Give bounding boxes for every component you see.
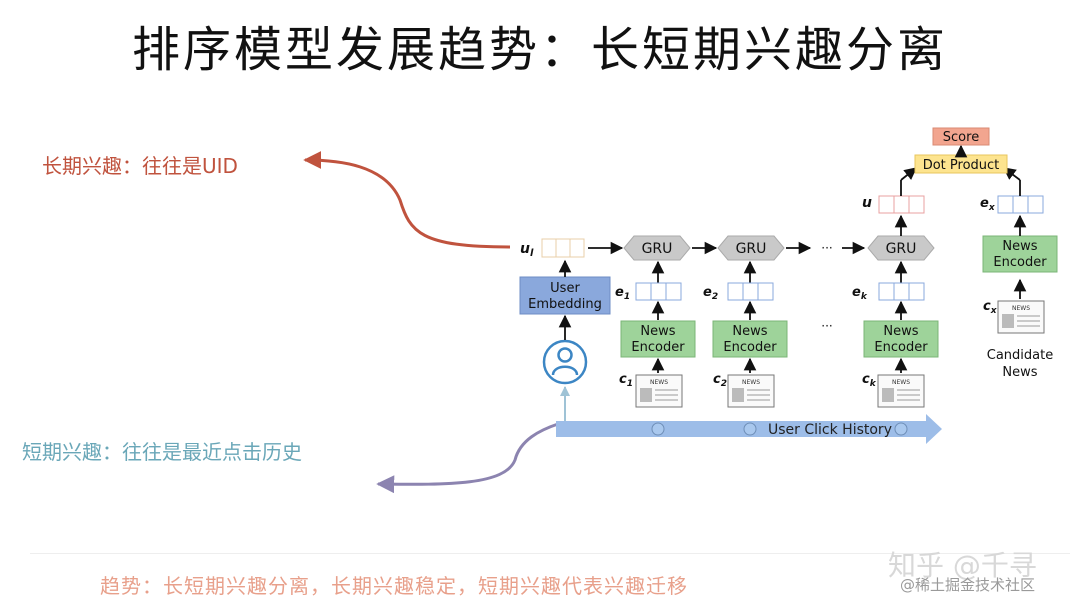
candidate-newspaper-icon: NEWS — [997, 300, 1045, 334]
gru-unit-1: GRU — [623, 235, 691, 261]
news-encoder-1: News Encoder — [620, 320, 696, 358]
svg-text:ul: ul — [520, 241, 534, 259]
svg-text:e1: e1 — [615, 285, 630, 302]
svg-text:NEWS: NEWS — [742, 379, 760, 386]
svg-text:ck: ck — [862, 372, 877, 389]
svg-text:News: News — [640, 324, 675, 339]
dot-product-box: Dot Product — [914, 154, 1008, 174]
e1-vector — [635, 282, 682, 301]
newspaper-icon-1: NEWS — [635, 374, 683, 408]
gru-ellipsis: ··· — [821, 241, 832, 255]
divider — [30, 553, 1070, 554]
svg-text:GRU: GRU — [886, 241, 917, 257]
svg-text:e2: e2 — [703, 285, 718, 302]
svg-text:cx: cx — [983, 299, 998, 316]
svg-text:News: News — [1002, 239, 1037, 254]
newspaper-icon-2: NEWS — [727, 374, 775, 408]
news-encoder-k: News Encoder — [863, 320, 939, 358]
svg-text:Encoder: Encoder — [874, 340, 928, 355]
svg-text:Encoder: Encoder — [723, 340, 777, 355]
short-term-interest-note: 短期兴趣：往往是最近点击历史 — [22, 440, 302, 464]
short-term-curve — [376, 422, 559, 494]
e2-vector — [727, 282, 774, 301]
user-click-history-band: User Click History — [556, 414, 942, 444]
svg-text:c2: c2 — [713, 372, 727, 389]
ex-vector — [997, 195, 1044, 214]
ek-vector — [878, 282, 925, 301]
encoder-ellipsis: ··· — [821, 319, 832, 333]
svg-text:GRU: GRU — [736, 241, 767, 257]
svg-text:News: News — [732, 324, 767, 339]
score-box: Score — [932, 127, 990, 146]
gru-unit-k: GRU — [867, 235, 935, 261]
svg-text:User: User — [550, 281, 580, 296]
zhihu-watermark: 知乎 @千寻 — [888, 549, 1037, 582]
svg-text:c1: c1 — [619, 372, 633, 389]
svg-text:News: News — [1002, 365, 1037, 380]
u-vector — [878, 195, 925, 214]
svg-text:NEWS: NEWS — [1012, 305, 1030, 312]
svg-text:Score: Score — [943, 130, 979, 145]
news-encoder-2: News Encoder — [712, 320, 788, 358]
long-term-interest-note: 长期兴趣：往往是UID — [42, 154, 238, 178]
newspaper-icon-k: NEWS — [877, 374, 925, 408]
user-icon — [542, 339, 588, 385]
history-node-2 — [743, 422, 757, 436]
svg-text:NEWS: NEWS — [650, 379, 668, 386]
svg-text:GRU: GRU — [642, 241, 673, 257]
news-encoder-candidate: News Encoder — [982, 235, 1058, 273]
user-click-history-label: User Click History — [768, 422, 892, 438]
svg-text:ex: ex — [980, 196, 996, 213]
history-node-k — [894, 422, 908, 436]
svg-text:Embedding: Embedding — [528, 297, 602, 312]
long-term-curve — [303, 151, 511, 249]
svg-text:Encoder: Encoder — [631, 340, 685, 355]
history-node-1 — [651, 422, 665, 436]
trend-summary: 趋势：长短期兴趣分离，长期兴趣稳定，短期兴趣代表兴趣迁移 — [100, 574, 688, 598]
svg-text:Encoder: Encoder — [993, 255, 1047, 270]
juejin-watermark: @稀土掘金技术社区 — [900, 576, 1036, 594]
svg-text:Dot Product: Dot Product — [923, 158, 1000, 173]
svg-text:NEWS: NEWS — [892, 379, 910, 386]
u-l-vector — [541, 238, 585, 258]
candidate-news-label: Candidate — [987, 348, 1053, 363]
gru-unit-2: GRU — [717, 235, 785, 261]
user-embedding-box: User Embedding — [519, 276, 611, 315]
svg-text:News: News — [883, 324, 918, 339]
svg-text:ek: ek — [852, 285, 868, 302]
svg-text:u: u — [862, 195, 872, 211]
page-title: 排序模型发展趋势：长短期兴趣分离 — [131, 22, 948, 78]
